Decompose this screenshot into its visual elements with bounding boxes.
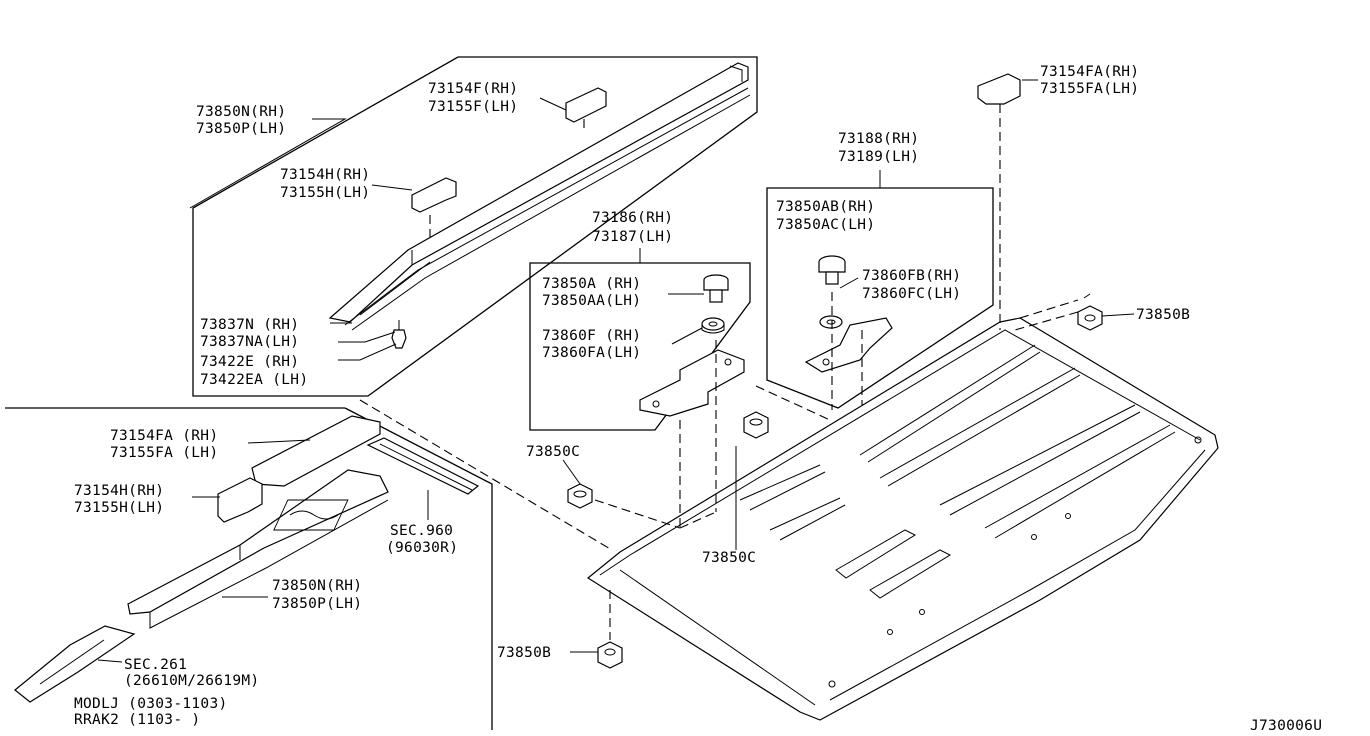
label-73850AC-lh: 73850AC(LH) [776,217,875,233]
label-73850B-bottom: 73850B [497,645,551,661]
washer-73860FB [819,315,843,329]
cap-73154F-upper [565,87,607,123]
label-73850AB-rh: 73850AB(RH) [776,199,875,215]
label-73860FA-lh: 73860FA(LH) [542,345,641,361]
label-sec960-ref: (96030R) [386,540,458,556]
rail-detail-inset-frame [192,56,758,397]
label-73850A-rh: 73850A (RH) [542,276,641,292]
label-73860F-rh: 73860F (RH) [542,328,641,344]
label-73155F-lh: 73155F(LH) [428,99,518,115]
label-73155FA-lh-top: 73155FA(LH) [1040,81,1139,97]
roof-panel [586,317,1219,721]
label-sec960: SEC.960 [390,523,453,539]
label-73837NA-lh: 73837NA(LH) [200,334,299,350]
label-73850C-center: 73850C [702,550,756,566]
label-73187-lh: 73187(LH) [592,229,673,245]
label-model-line2: RRAK2 (1103- ) [74,712,200,728]
label-73422EA-lh: 73422EA (LH) [200,372,308,388]
nut-73850B-right [1077,305,1103,331]
grommet-73850C-center [743,411,769,439]
label-73189-lh: 73189(LH) [838,149,919,165]
label-73154H-rh-top: 73154H(RH) [280,167,370,183]
bracket-detail-inset-frame-2 [766,187,994,409]
grommet-73850A [703,274,729,303]
label-73850C-left: 73850C [526,444,580,460]
label-73422E-rh: 73422E (RH) [200,354,299,370]
dash-rail-to-panel [359,399,613,551]
roof-rail-upper [328,62,751,331]
label-73155H-lh-low: 73155H(LH) [74,500,164,516]
label-73850P-lh-low: 73850P(LH) [272,596,362,612]
cap-73154H-lower [217,477,263,523]
label-73850N-rh-low: 73850N(RH) [272,578,362,594]
label-73154H-rh-low: 73154H(RH) [74,483,164,499]
label-sec261: SEC.261 [124,657,187,673]
label-sec261-ref: (26610M/26619M) [124,673,259,689]
grommet-73850C-left [567,483,593,509]
label-73154FA-rh-top: 73154FA(RH) [1040,64,1139,80]
label-73837N-rh: 73837N (RH) [200,317,299,333]
label-73155H-lh-top: 73155H(LH) [280,185,370,201]
clip-73422E [391,320,407,349]
washer-73860F [701,317,725,334]
cap-73154FA-top [977,73,1021,105]
bracket-sec261 [14,625,136,703]
label-73860FB-rh: 73860FB(RH) [862,268,961,284]
bracket-73188 [804,317,893,373]
dash-c-center [755,385,831,421]
cap-73154H-upper [411,177,457,213]
label-73154F-rh: 73154F(RH) [428,81,518,97]
label-73850AA-lh: 73850AA(LH) [542,293,641,309]
diagram-code: J730006U [1250,718,1322,734]
bracket-73186 [639,349,745,417]
label-73860FC-lh: 73860FC(LH) [862,286,961,302]
label-73850B-right: 73850B [1136,307,1190,323]
panel-sec960 [366,437,480,495]
divider-right [344,407,493,730]
label-73188-rh: 73188(RH) [838,131,919,147]
label-73154FA-rh-low: 73154FA (RH) [110,428,218,444]
nut-73850B-bottom [597,641,623,669]
rail-lower-left [127,469,389,629]
label-73850P-lh: 73850P(LH) [196,121,286,137]
label-73186-rh: 73186(RH) [592,210,673,226]
label-model-line1: MODLJ (0303-1103) [74,696,228,712]
grommet-73850AB [818,255,846,285]
label-73850N-rh: 73850N(RH) [196,104,286,120]
label-73155FA-lh-low: 73155FA (LH) [110,445,218,461]
